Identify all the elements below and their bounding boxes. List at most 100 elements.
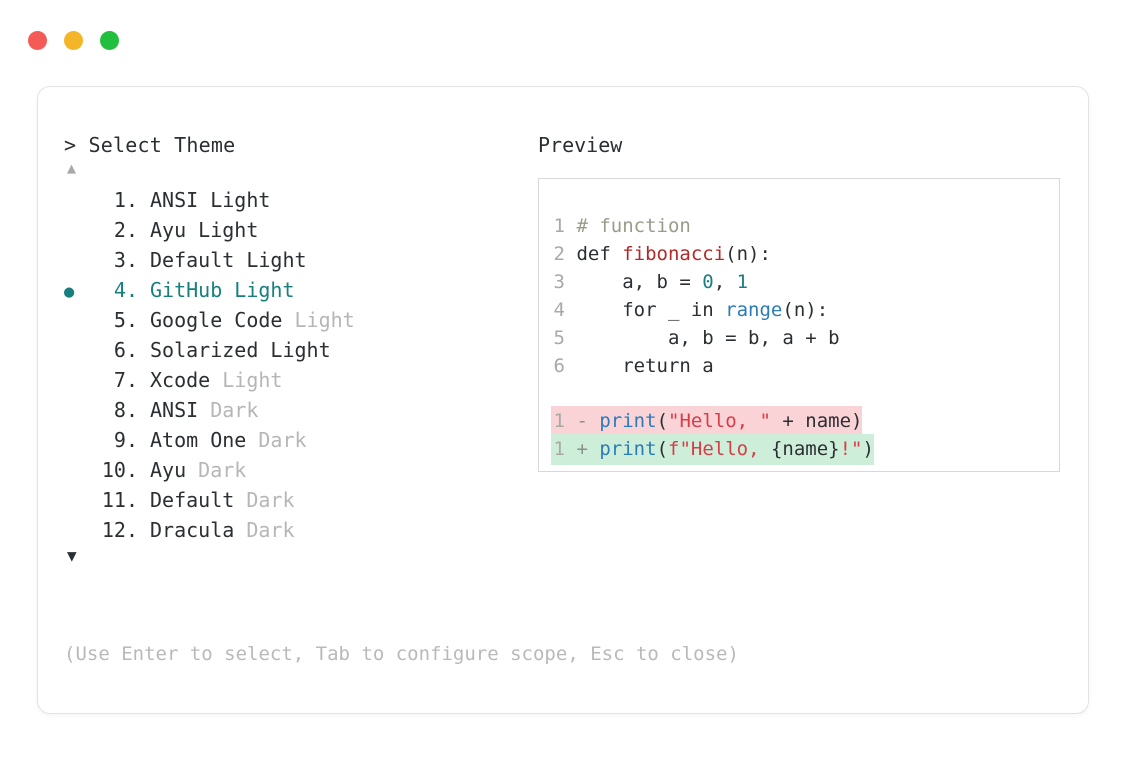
scroll-up-icon[interactable]: ▲	[67, 159, 77, 177]
page-title: > Select Theme	[64, 133, 534, 157]
theme-item-name: Default	[150, 248, 235, 272]
code-token: (n):	[725, 243, 771, 265]
code-token: !"	[839, 438, 863, 460]
diff-line-number: 1	[553, 410, 565, 432]
code-token: # function	[576, 215, 691, 237]
theme-list-item[interactable]: ●10.Ayu Dark	[64, 455, 534, 485]
diff-highlight: 1 - print("Hello, " + name)	[551, 406, 863, 437]
theme-item-variant: Light	[210, 368, 283, 392]
code-line-number: 1	[553, 215, 565, 237]
theme-item-index: 9.	[113, 428, 138, 452]
theme-item-name: Google Code	[150, 308, 283, 332]
code-token: print	[599, 410, 657, 432]
theme-list-item[interactable]: ● 7. Xcode Light	[64, 365, 534, 395]
diff-added-line: 1 + print(f"Hello, {name}!")	[551, 434, 1053, 465]
theme-item-index: 4.	[113, 278, 138, 302]
theme-item-name: ANSI	[150, 188, 199, 212]
theme-item-variant: Light	[258, 338, 331, 362]
theme-item-variant: Light	[282, 308, 355, 332]
diff-highlight: 1 + print(f"Hello, {name}!")	[551, 434, 874, 465]
theme-list-item[interactable]: ● 9. Atom One Dark	[64, 425, 534, 455]
theme-list-item[interactable]: ●6.Solarized Light	[64, 335, 534, 365]
scroll-down-icon[interactable]: ▼	[67, 546, 77, 565]
code-token: return a	[576, 355, 714, 377]
theme-list-item[interactable]: ●4.GitHub Light	[64, 275, 534, 305]
theme-list-item[interactable]: ●3.Default Light	[64, 245, 534, 275]
theme-item-index: 8.	[113, 398, 138, 422]
theme-item-index: 7.	[113, 368, 138, 392]
selection-bullet-icon: ●	[64, 427, 90, 457]
theme-list-item[interactable]: ●8.ANSI Dark	[64, 395, 534, 425]
minimize-button[interactable]	[64, 31, 83, 50]
code-token: a, b = b, a + b	[576, 327, 840, 349]
selection-bullet-icon: ●	[64, 282, 75, 302]
code-token: def	[576, 243, 623, 265]
code-token: for _ in	[576, 299, 726, 321]
page-title-text: Select Theme	[88, 133, 236, 157]
selection-bullet-icon: ●	[64, 367, 90, 397]
prompt-caret-icon: >	[64, 133, 77, 157]
theme-item-name: Ayu	[150, 218, 187, 242]
theme-item-variant: Light	[186, 218, 259, 242]
code-token: )	[862, 438, 874, 460]
code-line-number: 2	[553, 243, 565, 265]
theme-item-name: Atom One	[150, 428, 247, 452]
selection-bullet-icon: ●	[64, 337, 90, 367]
code-line-number: 5	[553, 327, 565, 349]
selection-bullet-icon: ●	[64, 397, 90, 427]
theme-item-index: 10.	[101, 458, 138, 482]
theme-list-item[interactable]: ● 2. Ayu Light	[64, 215, 534, 245]
diff-removed-line: 1 - print("Hello, " + name)	[551, 406, 1053, 437]
theme-item-variant: Light	[198, 188, 271, 212]
window-traffic-lights	[28, 31, 119, 50]
theme-item-index: 2.	[113, 218, 138, 242]
code-token: a, b =	[576, 271, 703, 293]
theme-item-index: 1.	[113, 188, 138, 212]
theme-item-variant: Dark	[246, 428, 307, 452]
theme-item-variant: Dark	[234, 518, 295, 542]
maximize-button[interactable]	[100, 31, 119, 50]
theme-item-name: Dracula	[150, 518, 235, 542]
theme-selection-pane: > Select Theme ▲ ● 1. ANSI Light ● 2. Ayu Lig…	[64, 133, 534, 567]
code-line: 2 def fibonacci(n):	[551, 240, 1053, 268]
close-button[interactable]	[28, 31, 47, 50]
theme-list-item[interactable]: ● 5. Google Code Light	[64, 305, 534, 335]
theme-list-item[interactable]: ●11.Default Dark	[64, 485, 534, 515]
preview-label: Preview	[538, 133, 623, 157]
code-token: fibonacci	[622, 243, 726, 265]
theme-item-variant: Dark	[234, 488, 295, 512]
theme-list-item[interactable]: ● 1. ANSI Light	[64, 185, 534, 215]
selection-bullet-icon: ●	[64, 457, 90, 487]
code-line: 4 for _ in range(n):	[551, 296, 1053, 324]
theme-list: ● 1. ANSI Light ● 2. Ayu Light ● 3. Default Ligh…	[64, 185, 534, 545]
theme-item-index: 5.	[113, 308, 138, 332]
diff-sign: +	[576, 438, 588, 460]
code-token: 0	[702, 271, 714, 293]
code-token: f"Hello,	[668, 438, 771, 460]
selection-bullet-icon: ●	[64, 217, 90, 247]
theme-list-item[interactable]: ●12.Dracula Dark	[64, 515, 534, 545]
theme-item-name: Xcode	[150, 368, 211, 392]
code-token: {name}	[770, 438, 840, 460]
diff-block: 1 - print("Hello, " + name)1 + print(f"H…	[551, 406, 1053, 465]
theme-item-variant: Light	[234, 248, 307, 272]
keyboard-hint: (Use Enter to select, Tab to configure s…	[64, 643, 739, 665]
selection-bullet-icon: ●	[64, 187, 90, 217]
selection-bullet-icon: ●	[64, 307, 90, 337]
code-token: (	[656, 410, 669, 432]
theme-item-name: ANSI	[150, 398, 199, 422]
theme-item-name: Solarized	[150, 338, 259, 362]
code-token: + name)	[770, 410, 863, 432]
theme-item-variant: Dark	[186, 458, 247, 482]
code-token: (n):	[782, 299, 829, 321]
theme-item-name: Default	[150, 488, 235, 512]
code-token: print	[599, 438, 657, 460]
theme-item-index: 3.	[113, 248, 138, 272]
theme-item-index: 12.	[101, 518, 138, 542]
code-token: (	[656, 438, 669, 460]
code-line-number: 3	[553, 271, 565, 293]
theme-item-index: 11.	[101, 488, 138, 512]
